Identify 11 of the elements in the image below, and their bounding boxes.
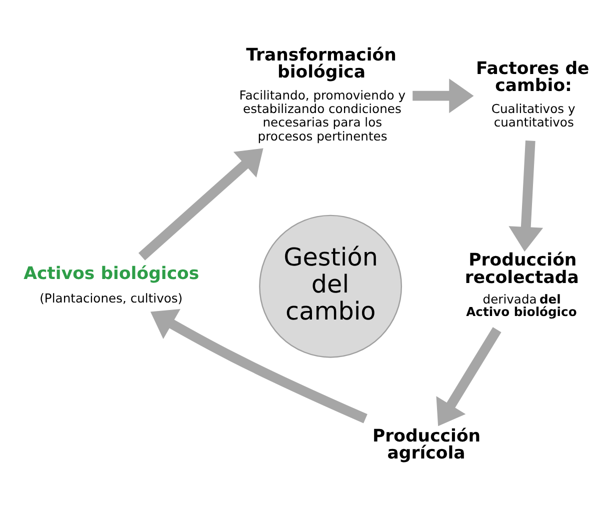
node-text: Activos biológicos (Plantaciones, cultivos) (24, 264, 200, 305)
node-circle: Gestión del cambio (259, 214, 402, 358)
node-text: Transformación biológica Facilitando, promoviendo y estabilizando condiciones necesarias para los procesos pertinentes (239, 44, 406, 143)
arrow (138, 148, 264, 260)
node-text: Producción agrícola (372, 426, 481, 464)
arrow (150, 308, 368, 423)
arrow (436, 326, 502, 426)
node-text: Producción recolectada derivada del Activo biológico (464, 250, 579, 318)
arrow (508, 140, 544, 252)
arrow (412, 78, 474, 113)
node-text: Factores de cambio: Cualitativos y cuantitativos (476, 58, 590, 130)
